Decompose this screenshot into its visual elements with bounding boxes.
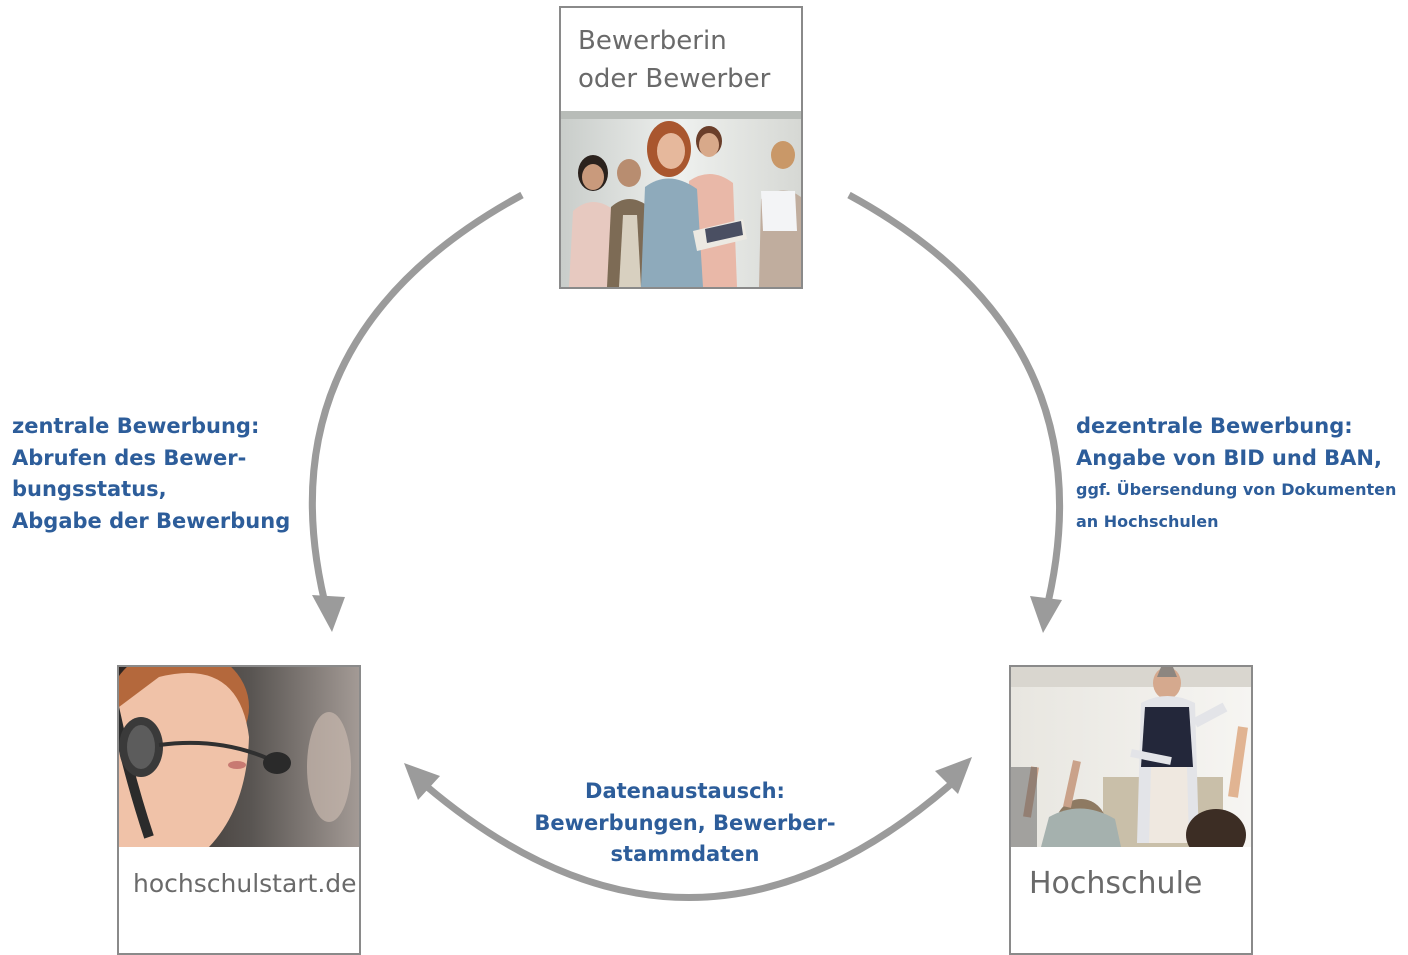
arrow-applicant-to-portal-head xyxy=(312,595,345,632)
label-decentral-line-1: dezentrale Bewerbung: xyxy=(1076,414,1353,438)
node-portal: hochschulstart.de xyxy=(117,665,361,955)
label-decentral-line-2: Angabe von BID und BAN, xyxy=(1076,445,1382,470)
label-decentral-application: dezentrale Bewerbung: Angabe von BID und… xyxy=(1076,411,1396,538)
applicant-title-line-1: Bewerberin xyxy=(578,26,727,56)
label-decentral-line-4: an Hochschulen xyxy=(1076,512,1219,531)
arrow-applicant-to-university-head xyxy=(1030,596,1062,633)
label-decentral-line-3: ggf. Übersendung von Dokumenten xyxy=(1076,480,1397,499)
applicant-title-line-2: oder Bewerber xyxy=(578,64,771,94)
portal-title: hochschulstart.de xyxy=(133,869,357,898)
label-exchange-line-2: Bewerbungen, Bewerber- xyxy=(534,810,836,835)
lecturer-classroom-photo xyxy=(1011,667,1251,847)
applicant-title: Bewerberin oder Bewerber xyxy=(578,22,770,98)
arrow-data-exchange-head-left xyxy=(404,763,440,800)
node-university: Hochschule xyxy=(1009,665,1253,955)
label-central-line-4: Abgabe der Bewerbung xyxy=(12,508,291,533)
label-central-line-2: Abrufen des Bewer- xyxy=(12,445,247,470)
arrow-applicant-to-university xyxy=(847,191,1064,616)
group-of-students-photo xyxy=(561,111,801,287)
node-applicant: Bewerberin oder Bewerber xyxy=(559,6,803,289)
arrow-data-exchange-head-right xyxy=(935,757,972,794)
label-exchange-line-1: Datenaustausch: xyxy=(585,779,785,803)
arrow-data-exchange xyxy=(422,782,953,901)
label-data-exchange: Datenaustausch: Bewerbungen, Bewerber- s… xyxy=(515,776,855,871)
arrow-applicant-to-portal xyxy=(308,191,524,616)
university-title: Hochschule xyxy=(1029,866,1203,901)
call-center-agent-headset-photo xyxy=(119,667,359,847)
label-central-application: zentrale Bewerbung: Abrufen des Bewer- b… xyxy=(12,411,290,537)
label-exchange-line-3: stammdaten xyxy=(610,842,760,866)
label-central-line-1: zentrale Bewerbung: xyxy=(12,414,260,438)
label-central-line-3: bungsstatus, xyxy=(12,477,167,501)
